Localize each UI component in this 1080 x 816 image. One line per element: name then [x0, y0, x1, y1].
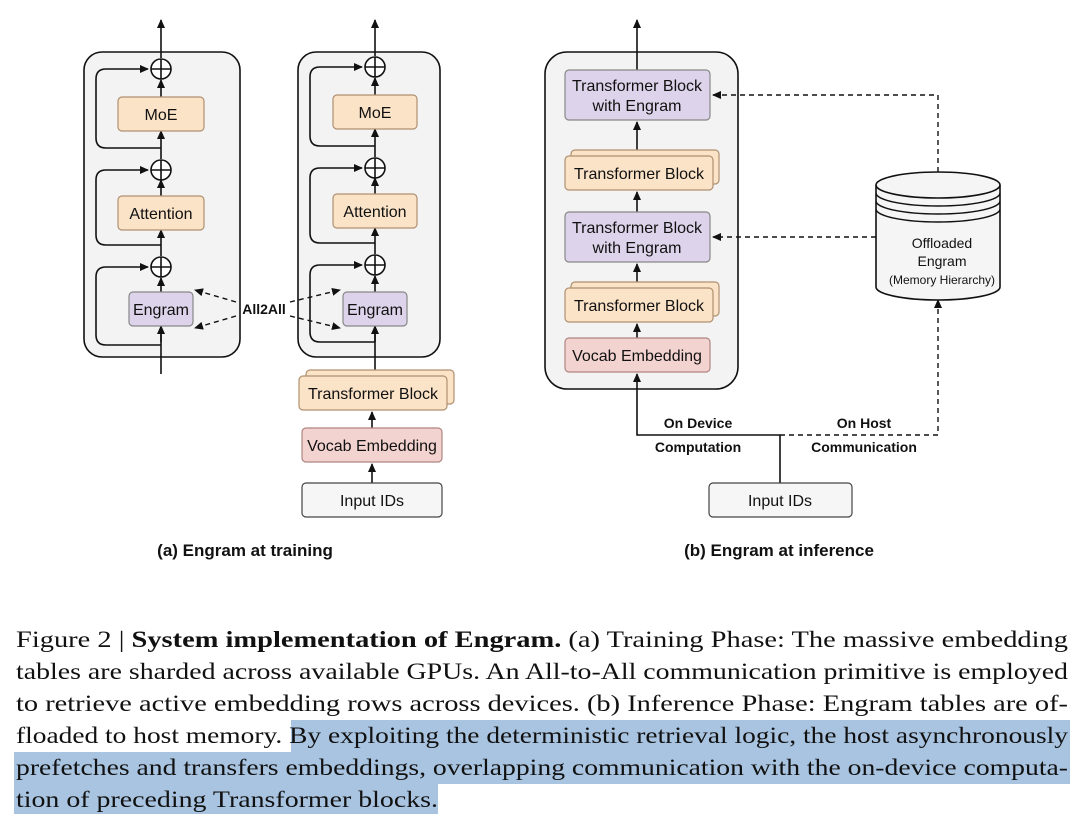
vocab-embedding-label: Vocab Embedding [307, 438, 437, 455]
training-stack-left: MoE Attention Engram [83, 19, 241, 374]
engram-label: Engram [133, 302, 189, 319]
transformer-block-box [298, 375, 448, 411]
attention-label: Attention [343, 204, 406, 221]
engram-label: Engram [347, 302, 403, 319]
transformer-block-box [564, 155, 714, 191]
highlight [14, 784, 438, 814]
offloaded-label-3: (Memory Hierarchy) [889, 273, 995, 287]
engram-box [342, 291, 408, 327]
transformer-block-label: Transformer Block [574, 166, 705, 183]
input-ids-label: Input IDs [748, 493, 812, 510]
transformer-block-box [564, 287, 714, 323]
caption-line-1: Figure 2 | System implementation of Engr… [16, 627, 1069, 652]
caption-line-2: tables are sharded across available GPUs… [16, 659, 1069, 684]
vocab-embedding-box [301, 427, 443, 463]
caption-a: (a) Engram at training [157, 541, 333, 560]
on-device-label-1: On Device [664, 415, 733, 431]
input-ids-box [301, 482, 443, 518]
moe-label: MoE [145, 107, 178, 124]
highlight [291, 720, 1070, 752]
add-node [364, 254, 386, 276]
caption-line-5: prefetches and transfers embeddings, ove… [16, 755, 1068, 780]
inference-diagram: Transformer Block with Engram Transforme… [544, 19, 1001, 518]
input-ids-box [708, 482, 853, 518]
attention-box [332, 193, 418, 229]
on-host-label-2: Communication [811, 439, 917, 455]
caption-b: (b) Engram at inference [684, 541, 874, 560]
add-node [364, 157, 386, 179]
transformer-engram-box [564, 69, 711, 121]
add-node [150, 159, 172, 181]
caption-line-6: tion of preceding Transformer blocks. [16, 787, 438, 812]
transformer-engram-label-1: Transformer Block [572, 78, 703, 95]
vocab-embedding-box [564, 337, 711, 373]
transformer-block-label: Transformer Block [574, 298, 705, 315]
all2all-label: All2All [242, 301, 286, 317]
engram-box [128, 291, 194, 327]
transformer-engram-label-2: with Engram [592, 240, 682, 257]
add-node [364, 56, 386, 78]
caption-line-4: floaded to host memory. By exploiting th… [16, 723, 1069, 748]
moe-box [332, 94, 418, 130]
offloaded-engram-cylinder: Offloaded Engram (Memory Hierarchy) [875, 171, 1001, 301]
on-device-label-2: Computation [655, 439, 741, 455]
attention-box [117, 195, 205, 231]
transformer-engram-label-1: Transformer Block [572, 220, 703, 237]
vocab-embedding-label: Vocab Embedding [572, 348, 702, 365]
input-ids-label: Input IDs [340, 493, 404, 510]
transformer-engram-label-2: with Engram [592, 98, 682, 115]
figure-caption: Figure 2 | System implementation of Engr… [14, 627, 1070, 814]
on-host-label-1: On Host [837, 415, 892, 431]
training-stack-right: MoE Attention Engram Transformer Block V… [297, 19, 455, 518]
moe-box [117, 96, 205, 132]
add-node [150, 256, 172, 278]
caption-line-3: to retrieve active embedding rows across… [16, 691, 1068, 716]
attention-label: Attention [129, 206, 192, 223]
add-node [150, 58, 172, 80]
transformer-engram-box [564, 211, 711, 263]
offloaded-label-1: Offloaded [912, 235, 972, 251]
highlight [14, 752, 1070, 784]
offloaded-label-2: Engram [917, 253, 966, 269]
moe-label: MoE [359, 105, 392, 122]
transformer-block-label: Transformer Block [308, 386, 439, 403]
all2all-connection: All2All [194, 287, 341, 331]
